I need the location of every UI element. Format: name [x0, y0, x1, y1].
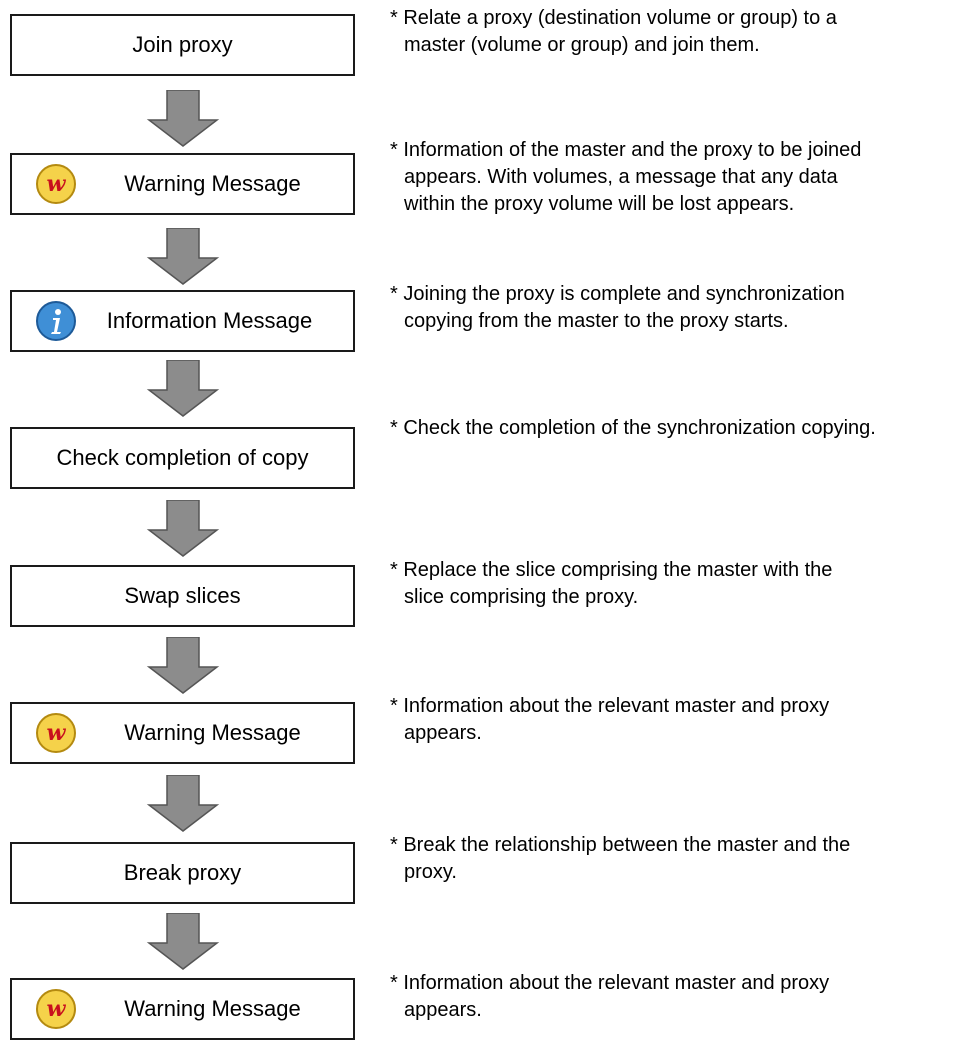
- note-warning-message-2: * Information about the relevant master …: [390, 693, 829, 747]
- warning-w-icon: w: [36, 989, 76, 1029]
- down-arrow: [146, 228, 220, 285]
- down-arrow: [146, 637, 220, 694]
- svg-text:w: w: [47, 996, 67, 1022]
- step-label: Swap slices: [124, 583, 241, 608]
- svg-text:w: w: [47, 171, 67, 197]
- note-line: * Information about the relevant master …: [390, 972, 830, 994]
- step-label: Warning Message: [124, 720, 301, 745]
- note-information-message: * Joining the proxy is complete and sync…: [390, 281, 845, 335]
- step-join-proxy: Join proxy: [10, 14, 355, 76]
- note-line: * Break the relationship between the mas…: [390, 834, 851, 856]
- svg-text:w: w: [47, 720, 67, 746]
- step-information-message: Information Message: [10, 290, 355, 352]
- information-i-icon: [36, 301, 76, 341]
- note-line: * Replace the slice comprising the maste…: [390, 559, 833, 581]
- warning-w-icon: w: [36, 713, 76, 753]
- step-check-completion-of-copy: Check completion of copy: [10, 427, 355, 489]
- note-swap-slices: * Replace the slice comprising the maste…: [390, 557, 832, 611]
- step-warning-message-3: w Warning Message: [10, 978, 355, 1040]
- warning-w-icon: w: [36, 164, 76, 204]
- note-line: within the proxy volume will be lost app…: [404, 193, 795, 215]
- note-join-proxy: * Relate a proxy (destination volume or …: [390, 5, 837, 59]
- note-line: * Information about the relevant master …: [390, 695, 830, 717]
- step-label: Warning Message: [124, 171, 301, 196]
- step-warning-message-2: w Warning Message: [10, 702, 355, 764]
- note-warning-message-3: * Information about the relevant master …: [390, 970, 829, 1024]
- step-label: Information Message: [106, 308, 313, 333]
- note-line: appears.: [404, 999, 482, 1021]
- note-warning-message-1: * Information of the master and the prox…: [390, 137, 861, 218]
- down-arrow: [146, 913, 220, 970]
- note-line: * Joining the proxy is complete and sync…: [390, 283, 845, 305]
- note-line: * Relate a proxy (destination volume or …: [390, 7, 837, 29]
- down-arrow: [146, 775, 220, 832]
- note-line: appears. With volumes, a message that an…: [404, 166, 838, 188]
- note-line: appears.: [404, 722, 482, 744]
- step-label: Break proxy: [123, 860, 242, 885]
- down-arrow: [146, 90, 220, 147]
- step-label: Check completion of copy: [56, 445, 309, 470]
- note-line: master (volume or group) and join them.: [404, 34, 760, 56]
- note-line: * Check the completion of the synchroniz…: [390, 417, 876, 439]
- note-line: proxy.: [404, 861, 457, 883]
- note-line: * Information of the master and the prox…: [390, 139, 862, 161]
- down-arrow: [146, 360, 220, 417]
- step-swap-slices: Swap slices: [10, 565, 355, 627]
- step-label: Join proxy: [132, 32, 233, 57]
- down-arrow: [146, 500, 220, 557]
- step-warning-message-1: w Warning Message: [10, 153, 355, 215]
- note-break-proxy: * Break the relationship between the mas…: [390, 832, 850, 886]
- note-check-completion: * Check the completion of the synchroniz…: [390, 415, 876, 442]
- step-break-proxy: Break proxy: [10, 842, 355, 904]
- note-line: copying from the master to the proxy sta…: [404, 310, 789, 332]
- step-label: Warning Message: [124, 996, 301, 1021]
- note-line: slice comprising the proxy.: [404, 586, 639, 608]
